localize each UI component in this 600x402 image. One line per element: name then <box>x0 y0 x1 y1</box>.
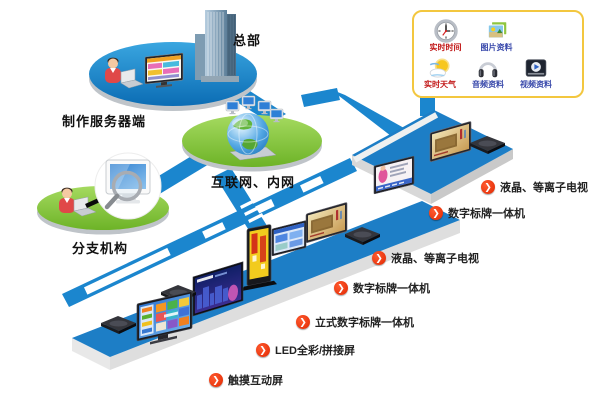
device-label-kiosk: 立式数字标牌一体机 <box>296 314 414 330</box>
media-item-weather: 实时天气 <box>424 56 456 89</box>
chevron-badge-icon <box>372 251 386 265</box>
device-label-touch-screen: 触摸互动屏 <box>209 372 283 388</box>
media-resource-panel: 实时时间 图片资料 实时天气 <box>412 10 584 98</box>
device-label-lcd-plasma-main: 液晶、等离子电视 <box>372 250 479 266</box>
clock-icon <box>433 18 458 43</box>
weather-icon <box>429 58 450 78</box>
right-platform-devices <box>373 120 505 195</box>
road-east-bend <box>330 89 404 136</box>
touch-screen-tv <box>136 291 193 345</box>
production-server-label: 制作服务器端 <box>62 114 147 129</box>
device-label-lcd-plasma-right: 液晶、等离子电视 <box>481 179 588 195</box>
chevron-badge-icon <box>296 315 310 329</box>
photos-icon <box>487 20 507 39</box>
branch-label: 分支机构 <box>72 241 129 256</box>
chevron-badge-icon <box>209 373 223 387</box>
tv-pink <box>373 155 415 195</box>
main-platform-devices <box>101 201 380 345</box>
media-item-clock: 实时时间 <box>430 18 462 52</box>
chevron-badge-icon <box>256 343 270 357</box>
chevron-badge-icon <box>481 180 495 194</box>
hq-monitor <box>144 52 184 88</box>
road-internet-east <box>301 88 340 107</box>
device-label-signage-right: 数字标牌一体机 <box>429 205 525 221</box>
globe-icon <box>227 113 269 155</box>
video-icon <box>525 59 547 77</box>
media-item-audio: 音频资料 <box>472 56 504 89</box>
headquarters-label: 总部 <box>233 33 262 48</box>
chevron-badge-icon <box>429 206 443 220</box>
headphones-icon <box>478 62 498 78</box>
hq-building <box>195 10 239 82</box>
media-item-video: 视频资料 <box>520 56 552 89</box>
tv-blue <box>271 220 307 257</box>
magnifier-icon <box>104 170 143 210</box>
device-label-led-wall: LED全彩/拼接屏 <box>256 342 355 358</box>
internet-node <box>182 95 322 172</box>
hq-node <box>89 10 257 111</box>
chevron-badge-icon <box>334 281 348 295</box>
led-wall <box>192 261 244 317</box>
branch-node <box>37 152 169 235</box>
kiosk-standee <box>241 224 277 292</box>
network-label: 互联网、内网 <box>211 175 296 190</box>
media-item-photos: 图片资料 <box>481 19 513 52</box>
device-label-signage-main: 数字标牌一体机 <box>334 280 430 296</box>
road-panel-stem <box>420 96 435 116</box>
network-roads <box>62 86 435 307</box>
